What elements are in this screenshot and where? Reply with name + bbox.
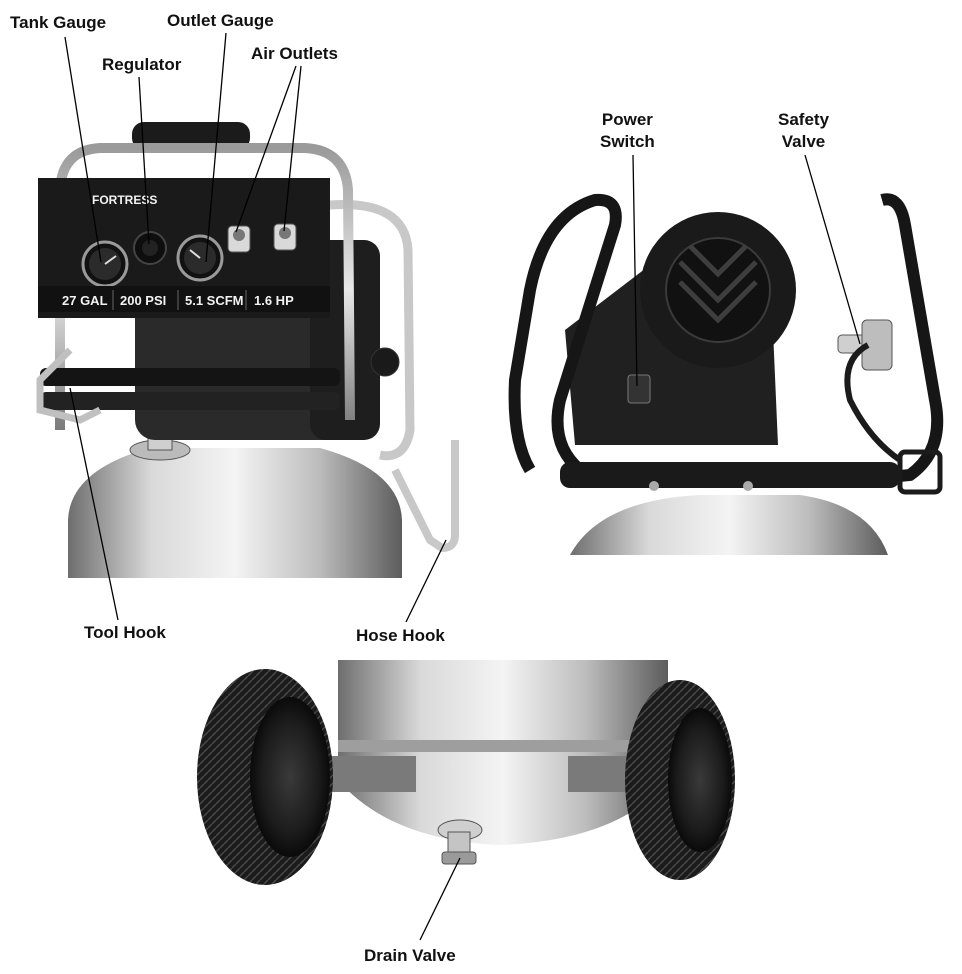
safety-valve-label: Safety Valve <box>778 109 829 153</box>
tool-hook-label: Tool Hook <box>84 623 166 642</box>
callout-lines <box>64 32 861 941</box>
power-switch-label: Power Switch <box>600 109 655 153</box>
drain-valve-label: Drain Valve <box>364 946 456 965</box>
spec-pressure: 200 PSI <box>120 293 166 308</box>
hose-hook-icon <box>391 440 459 553</box>
hose-hook-label: Hose Hook <box>356 626 445 645</box>
power-switch-icon <box>627 374 651 404</box>
tank-gauge-icon <box>81 240 129 288</box>
rear-view-image <box>508 193 944 555</box>
drain-valve-icon <box>437 819 483 865</box>
power-switch-label-line1: Power <box>601 110 653 129</box>
air-outlet-icon <box>227 225 251 253</box>
right-wheel-icon <box>625 680 735 880</box>
spec-capacity: 27 GAL <box>62 293 108 308</box>
safety-valve-label-line1: Safety <box>778 110 830 129</box>
air-outlets-label: Air Outlets <box>251 44 338 63</box>
motor-fan-grille-icon <box>665 237 771 343</box>
left-wheel-icon <box>197 669 333 885</box>
front-view-image: FORTRESS 27 GAL 200 PSI 5.1 SCFM 1. <box>36 122 459 578</box>
outlet-gauge-label: Outlet Gauge <box>167 11 274 30</box>
safety-valve-label-line2: Valve <box>781 132 826 151</box>
tank-gauge-label: Tank Gauge <box>10 13 107 32</box>
power-switch-label-line2: Switch <box>600 132 655 151</box>
spec-flow: 5.1 SCFM <box>185 293 244 308</box>
brand-text: FORTRESS <box>92 193 157 207</box>
spec-power: 1.6 HP <box>254 293 294 308</box>
regulator-knob-icon <box>133 231 167 265</box>
air-outlet-icon <box>273 223 297 251</box>
regulator-label: Regulator <box>102 55 182 74</box>
tool-hook-icon <box>36 347 102 424</box>
bottom-view-image <box>197 660 735 885</box>
outlet-gauge-icon <box>176 234 224 282</box>
